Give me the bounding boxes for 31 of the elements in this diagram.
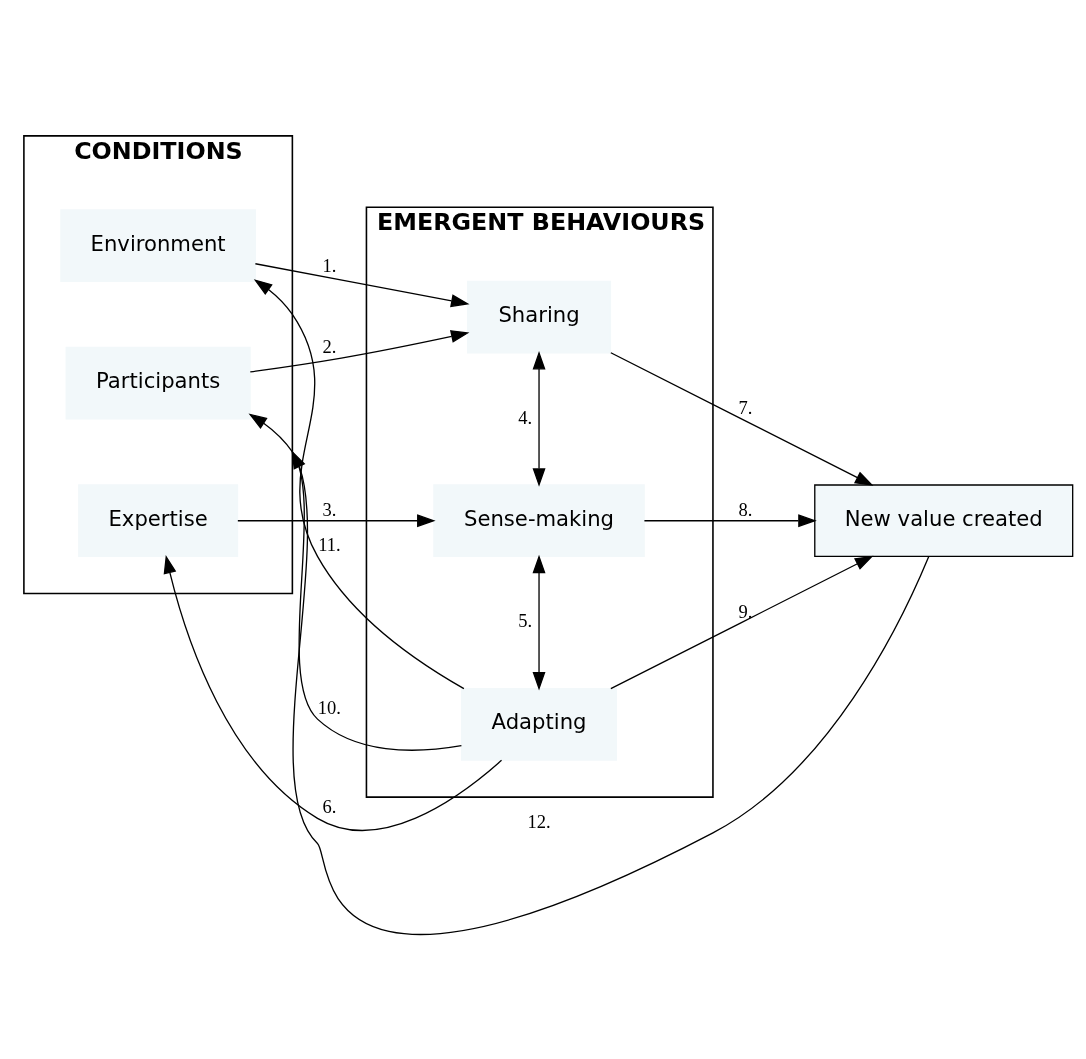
edge-label: 5. xyxy=(518,610,533,631)
edge-label: 7. xyxy=(738,397,753,418)
edge-label: 9. xyxy=(738,601,753,622)
arrow xyxy=(532,350,546,487)
arrow xyxy=(254,262,470,307)
node-box: Expertise xyxy=(78,483,239,557)
node-box: Sense-making xyxy=(433,483,645,557)
arrow xyxy=(610,555,874,689)
edge-label: 4. xyxy=(518,407,533,428)
edge-label: 6. xyxy=(322,796,337,817)
node-box: Sharing xyxy=(466,280,612,353)
arrow xyxy=(532,554,546,690)
arrow xyxy=(237,513,436,527)
arrow xyxy=(610,351,874,486)
arrow xyxy=(291,449,930,935)
node-box: New value created xyxy=(814,483,1074,557)
edge-label: 2. xyxy=(322,336,337,357)
edge-label: 8. xyxy=(738,499,753,520)
edge-label: 11. xyxy=(318,534,341,555)
edge-label: 1. xyxy=(322,255,337,276)
edge-label: 10. xyxy=(317,697,341,718)
edge-label: 12. xyxy=(527,811,551,832)
node-box: Adapting xyxy=(461,687,618,761)
node-box: Environment xyxy=(60,208,256,282)
arrow xyxy=(163,554,503,831)
arrow xyxy=(249,329,470,373)
arrow xyxy=(253,278,465,689)
node-box: Participants xyxy=(65,346,251,420)
edge-label: 3. xyxy=(322,499,337,520)
arrow xyxy=(248,412,463,751)
arrow xyxy=(643,513,817,527)
